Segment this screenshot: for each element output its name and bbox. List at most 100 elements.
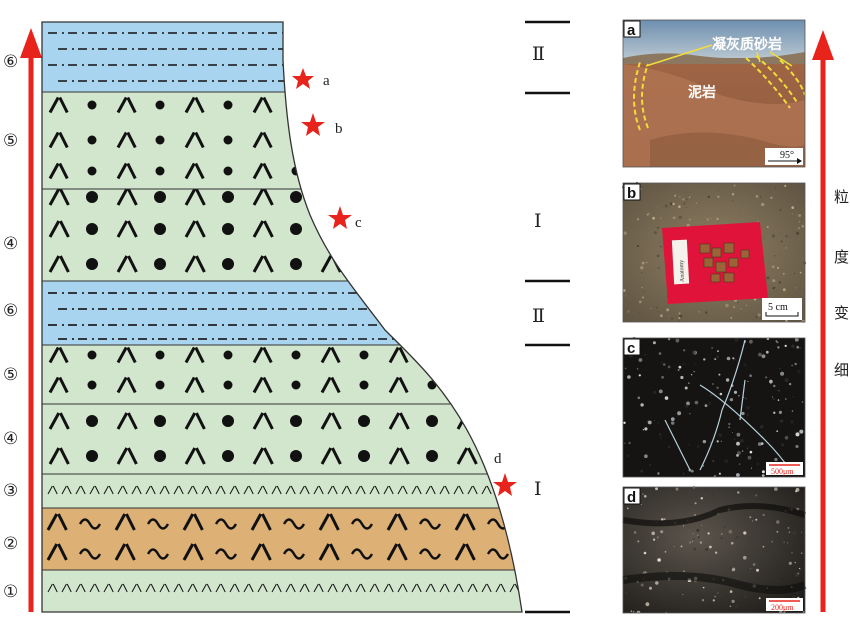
tuff-mark xyxy=(402,485,408,495)
texture-grain xyxy=(643,551,647,555)
texture-grain xyxy=(766,276,770,280)
texture-grain xyxy=(716,355,720,359)
tuff-mark xyxy=(262,485,268,495)
tuff-mark xyxy=(383,583,389,593)
texture-grain xyxy=(671,317,673,320)
texture-grain xyxy=(641,581,643,583)
texture-grain xyxy=(784,436,789,440)
texture-grain xyxy=(796,345,799,349)
texture-grain xyxy=(664,204,668,208)
texture-grain xyxy=(645,602,650,607)
texture-grain xyxy=(719,594,723,599)
tuff-mark xyxy=(388,412,401,430)
tuff-mark xyxy=(456,447,469,465)
tuff-mark xyxy=(276,485,282,495)
grain-dot xyxy=(427,380,437,390)
tuff-mark xyxy=(173,583,179,593)
tuff-mark xyxy=(486,583,492,593)
tuff-mark xyxy=(131,485,137,495)
texture-grain xyxy=(777,399,780,401)
texture-grain xyxy=(795,432,800,437)
tuff-mark xyxy=(514,485,520,495)
tuff-mark xyxy=(252,131,264,149)
tuff-mark xyxy=(320,96,332,114)
texture-grain xyxy=(623,231,627,235)
texture-grain xyxy=(675,338,680,343)
layer-mudstone-middle xyxy=(42,281,522,345)
texture-grain xyxy=(747,455,752,460)
texture-grain xyxy=(726,356,731,361)
tuff-mark xyxy=(456,96,468,114)
texture-grain xyxy=(627,375,631,379)
texture-grain xyxy=(633,531,637,534)
texture-grain xyxy=(731,193,735,196)
grain-dot xyxy=(290,191,302,203)
tuff-mark xyxy=(116,188,129,206)
texture-grain xyxy=(725,378,730,382)
texture-grain xyxy=(728,426,730,428)
tuff-mark xyxy=(398,346,409,364)
texture-grain xyxy=(678,320,680,322)
texture-grain xyxy=(774,255,776,257)
tuff-mark xyxy=(131,583,137,593)
texture-grain xyxy=(652,341,656,345)
tuff-mark xyxy=(122,485,128,495)
tuff-mark xyxy=(524,514,533,530)
texture-grain xyxy=(778,410,783,414)
tuff-mark xyxy=(192,485,198,495)
grain-dot xyxy=(359,135,369,145)
texture-grain xyxy=(693,370,695,373)
wave-mark xyxy=(350,548,374,560)
texture-grain xyxy=(630,220,634,224)
texture-grain xyxy=(712,383,714,385)
wave-mark xyxy=(418,548,442,560)
tuff-mark xyxy=(47,485,53,495)
tuff-mark xyxy=(182,543,195,561)
texture-grain xyxy=(731,599,735,604)
tuff-mark xyxy=(116,220,129,238)
tuff-mark xyxy=(320,412,333,430)
texture-grain xyxy=(640,403,644,407)
texture-grain xyxy=(657,207,659,209)
tuff-mark xyxy=(526,378,534,393)
grain-dot xyxy=(154,223,166,235)
tuff-mark xyxy=(346,485,352,495)
tuff-mark xyxy=(145,485,151,495)
tuff-mark xyxy=(526,413,535,429)
texture-grain xyxy=(654,420,656,421)
tuff-mark xyxy=(252,220,265,238)
layer-number: ⑤ xyxy=(3,365,18,384)
tuff-mark xyxy=(467,255,478,273)
grain-dot xyxy=(222,415,234,427)
tuff-mark xyxy=(458,485,464,495)
texture-grain xyxy=(641,261,645,265)
layer-number: ④ xyxy=(3,234,18,253)
tuff-mark xyxy=(194,162,205,180)
texture-grain xyxy=(712,460,714,462)
grain-dot xyxy=(154,415,166,427)
cycle-label: Ⅱ xyxy=(532,306,545,327)
texture-grain xyxy=(701,524,703,526)
tuff-mark xyxy=(398,131,409,149)
grain-dot xyxy=(86,450,98,462)
texture-grain xyxy=(668,315,670,316)
texture-grain xyxy=(623,235,627,238)
photo-label-d: d xyxy=(627,489,636,506)
tuff-mark xyxy=(320,255,333,273)
tuff-mark xyxy=(193,513,204,531)
texture-grain xyxy=(749,374,752,378)
texture-grain xyxy=(660,217,662,219)
texture-grain xyxy=(757,313,761,317)
texture-grain xyxy=(771,234,776,238)
texture-grain xyxy=(737,491,740,494)
tuff-mark xyxy=(89,485,95,495)
texture-grain xyxy=(683,349,686,352)
tuff-mark xyxy=(126,131,137,149)
texture-grain xyxy=(772,398,775,401)
grain-dot xyxy=(358,258,370,270)
texture-grain xyxy=(682,319,686,323)
tuff-mark xyxy=(195,255,206,273)
texture-grain xyxy=(783,541,785,543)
grain-dot xyxy=(358,450,370,462)
